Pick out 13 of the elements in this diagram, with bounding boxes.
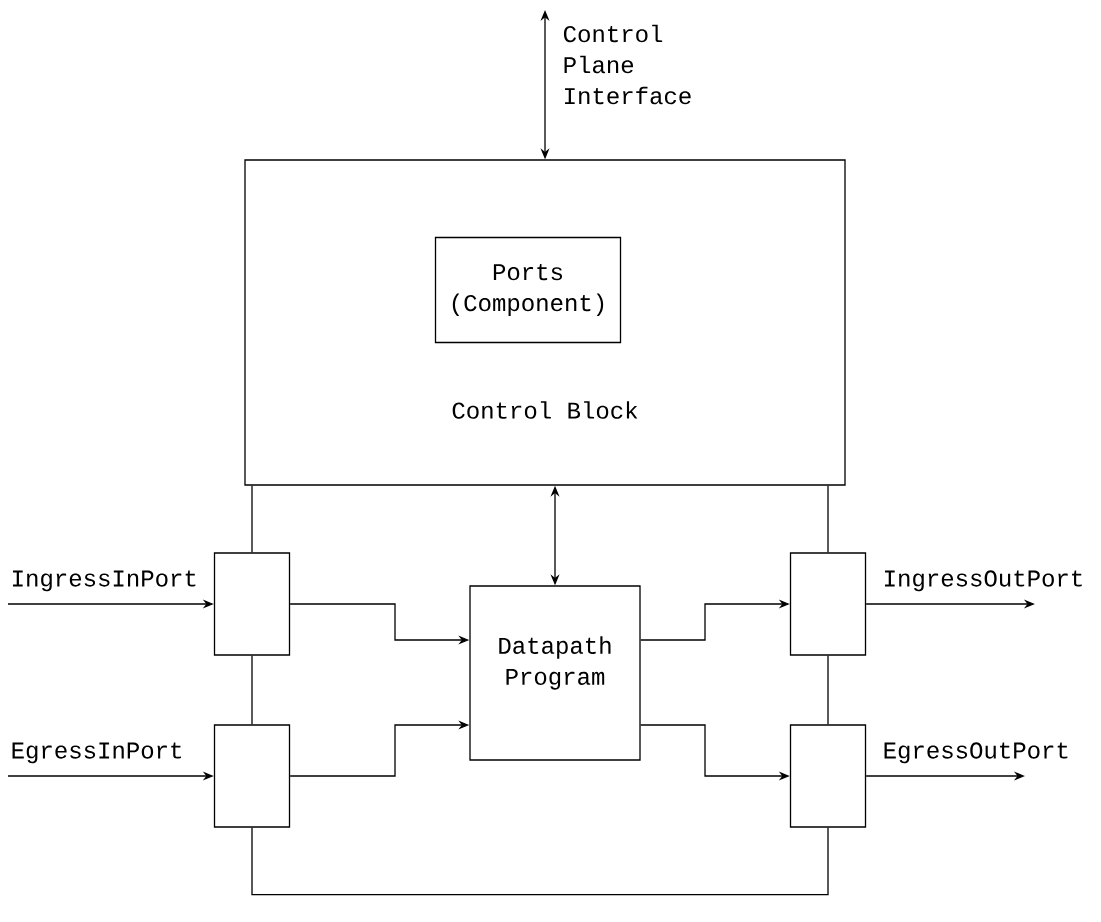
edge-label: Control Plane Interface [560,22,715,107]
component-label: Ports (Component) [452,264,604,316]
port-label: IngressInPort [13,570,196,592]
connector-line [251,655,253,725]
connector-line [827,655,829,725]
block-label: Control Block [452,401,638,419]
port-label: EgressInPort [12,742,181,764]
connector-line [827,485,829,553]
connector-line [251,485,253,553]
port-label: IngressOutPort [885,570,1082,592]
program-label: Datapath Program [499,636,611,690]
port-label: EgressOutPort [884,742,1068,764]
connector-line [251,827,829,896]
